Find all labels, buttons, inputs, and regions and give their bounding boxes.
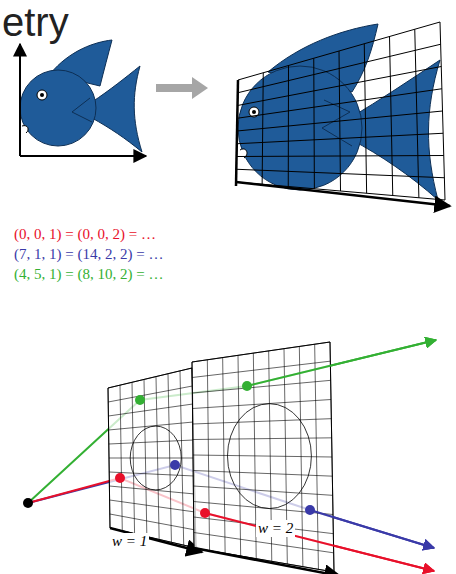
plane-label: w = 1 — [110, 533, 149, 550]
point — [242, 381, 252, 391]
grid-line — [109, 422, 194, 430]
grid-line — [193, 419, 332, 424]
grid-line — [193, 471, 332, 477]
grid-line — [237, 133, 443, 144]
grid-line — [193, 400, 332, 409]
grid-line — [110, 500, 196, 512]
point — [115, 473, 125, 483]
grid-line — [108, 368, 192, 388]
equation: (4, 5, 1) = (8, 10, 2) = … — [14, 266, 163, 283]
fish-warped — [236, 22, 450, 206]
grid-line — [236, 169, 444, 178]
point — [135, 395, 145, 405]
ray — [205, 513, 434, 571]
grid-line — [108, 386, 192, 402]
ray — [310, 510, 434, 548]
slide-title: etry — [2, 0, 69, 44]
fish-flat — [20, 40, 146, 156]
grid-line — [237, 111, 443, 131]
projective-planes — [23, 340, 436, 574]
grid-line — [238, 67, 442, 106]
plane-label: w = 2 — [256, 520, 295, 537]
grid-line — [108, 404, 192, 416]
ray — [247, 340, 436, 386]
grid-line — [192, 342, 330, 362]
image-plane — [108, 368, 202, 552]
equation: (7, 1, 1) = (14, 2, 2) = … — [14, 246, 163, 263]
grid-line — [193, 486, 332, 495]
origin-point — [23, 498, 33, 508]
grid-line — [237, 156, 444, 157]
grid-line — [238, 44, 441, 93]
point — [170, 460, 180, 470]
point — [200, 508, 210, 518]
point — [305, 505, 315, 515]
equation: (0, 0, 1) = (0, 0, 2) = … — [14, 226, 156, 243]
transform-arrow — [156, 77, 208, 99]
grid-line — [238, 22, 440, 80]
image-plane — [192, 342, 340, 574]
grid-line — [192, 361, 330, 377]
grid-line — [109, 440, 194, 444]
grid-line — [193, 438, 332, 440]
grid-line — [110, 514, 196, 530]
